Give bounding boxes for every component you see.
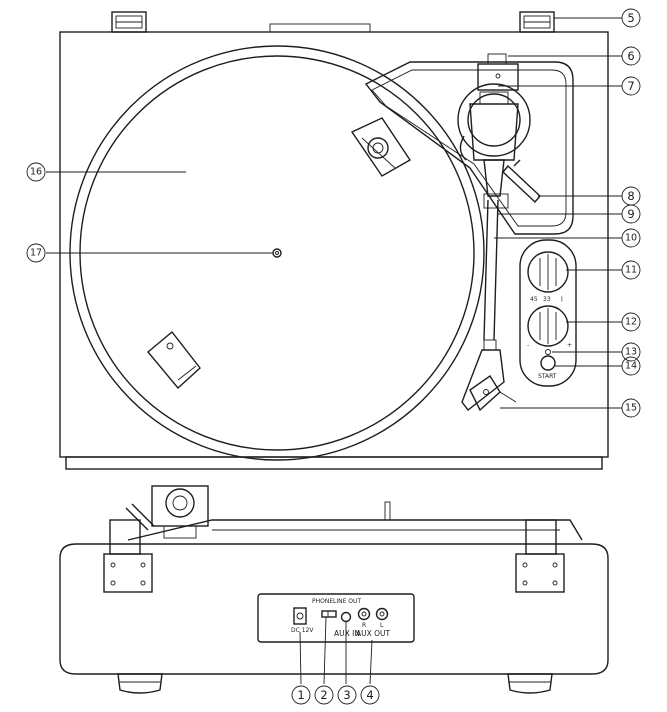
tonearm [483, 159, 505, 351]
callouts: 1 2 3 4 5 6 7 8 9 10 11 12 13 14 15 16 1… [26, 8, 641, 705]
callout-9: 9 [627, 207, 634, 221]
callout-7: 7 [627, 79, 634, 93]
callout-5: 5 [627, 11, 634, 25]
rear-connector-panel: PHONE LINE OUT DC 12V AUX IN R L AUX OUT [257, 593, 415, 643]
callout-10: 10 [625, 233, 637, 244]
callout-2: 2 [320, 688, 327, 702]
callout-1: 1 [297, 688, 304, 702]
rear-feet [117, 673, 553, 694]
callout-3: 3 [343, 688, 350, 702]
spindle [272, 248, 282, 258]
aux-in-jack[interactable] [340, 611, 352, 623]
tonearm-board [364, 61, 574, 235]
aux-out-r-jack[interactable] [357, 607, 371, 621]
dc-jack[interactable] [293, 607, 307, 625]
l-label: L [380, 622, 384, 629]
line-out-label: LINE OUT [333, 598, 361, 605]
callout-11: 11 [625, 265, 637, 276]
hinge-left-top [111, 11, 147, 33]
rear-body [59, 543, 609, 675]
rear-hinge-left [103, 519, 153, 593]
plus-label: + [567, 342, 572, 349]
rear-bump [269, 23, 371, 33]
callout-8: 8 [627, 189, 634, 203]
record-clip-upper [350, 117, 411, 177]
top-view: 45 33 ᛒ - + START [59, 11, 609, 470]
plinth-base [65, 456, 603, 470]
callout-6: 6 [627, 49, 634, 63]
rear-hinge-right [515, 519, 565, 593]
dust-cover-edge [127, 519, 583, 541]
callout-15: 15 [625, 403, 637, 414]
start-label: START [538, 373, 557, 380]
power-indicator [545, 349, 551, 355]
callout-14: 14 [625, 361, 637, 372]
headshell [461, 349, 517, 412]
rear-tonearm [125, 485, 209, 539]
aux-in-label: AUX IN [334, 629, 360, 638]
bluetooth-icon: ᛒ [560, 296, 564, 303]
aux-out-label: AUX OUT [356, 629, 391, 638]
r-label: R [362, 622, 366, 629]
record-clip-lower [147, 330, 201, 390]
callout-13: 13 [625, 347, 637, 358]
spindle-top [384, 501, 391, 521]
speed-33-label: 33 [543, 296, 551, 303]
speed-knob[interactable] [527, 251, 569, 293]
output-switch[interactable] [321, 610, 337, 618]
tonearm-pivot [457, 53, 531, 161]
arm-lift [483, 159, 541, 209]
speed-45-label: 45 [530, 296, 538, 303]
rear-view: PHONE LINE OUT DC 12V AUX IN R L AUX OUT [59, 485, 609, 694]
phone-label: PHONE [312, 598, 333, 605]
callout-17: 17 [30, 248, 42, 259]
aux-out-l-jack[interactable] [375, 607, 389, 621]
control-panel: 45 33 ᛒ - + START [519, 239, 577, 387]
dc-in-label: DC 12V [291, 627, 314, 634]
callout-12: 12 [625, 317, 637, 328]
callout-16: 16 [30, 167, 42, 178]
hinge-right-top [519, 11, 555, 33]
callout-4: 4 [366, 688, 373, 702]
start-button[interactable] [540, 355, 556, 371]
volume-knob[interactable] [527, 305, 569, 347]
minus-label: - [527, 342, 529, 349]
